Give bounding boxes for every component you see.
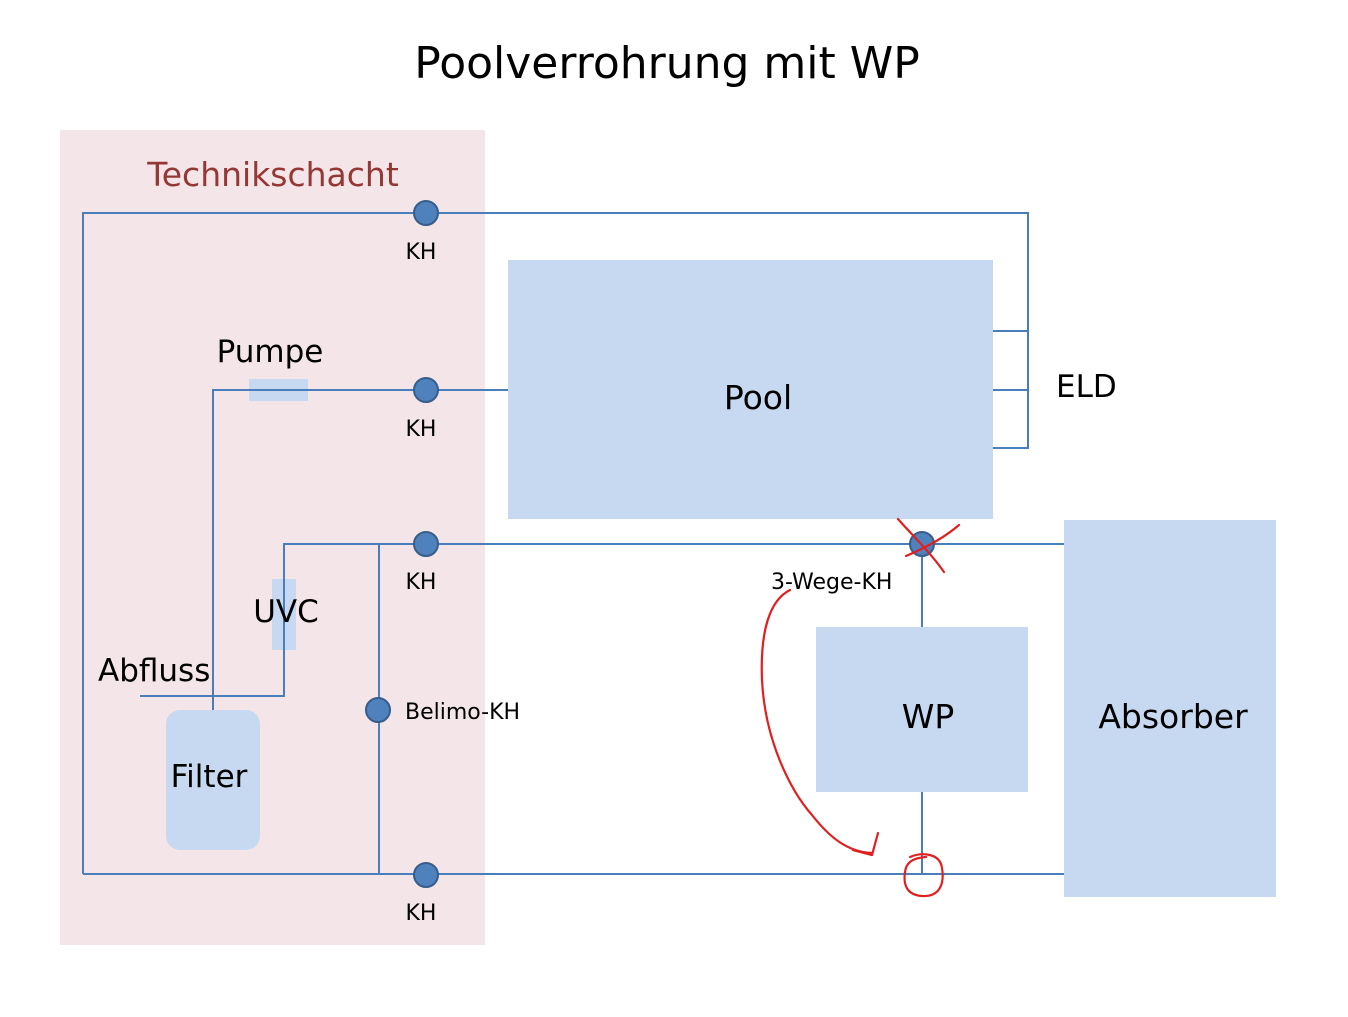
pipe-mid-line <box>140 543 1064 697</box>
kh-label-mid: KH <box>406 570 437 595</box>
pipe-pump-line <box>212 389 508 710</box>
red-cross-mark <box>896 517 946 574</box>
absorber-label: Absorber <box>1098 697 1248 736</box>
absorber-box <box>1064 520 1276 897</box>
filter-box <box>166 710 260 850</box>
kh-label-pump: KH <box>406 417 437 442</box>
red-cross-mark-2 <box>904 523 961 558</box>
belimo-valve <box>365 697 391 723</box>
kh-label-top: KH <box>406 240 437 265</box>
belimo-label: Belimo-KH <box>405 700 520 725</box>
pool-label: Pool <box>724 378 792 417</box>
red-annotations <box>760 517 961 898</box>
diagram-title: Poolverrohrung mit WP <box>414 38 920 89</box>
red-arrow-head <box>851 831 880 857</box>
kh-valve-mid <box>413 531 439 557</box>
eld-label: ELD <box>1056 369 1117 405</box>
uvc-label: UVC <box>253 594 319 630</box>
technikschacht-zone <box>60 130 485 945</box>
wp-box <box>816 627 1028 792</box>
abfluss-label: Abfluss <box>98 653 210 689</box>
red-curved-arrow <box>760 588 874 855</box>
red-circle-mark <box>903 853 944 898</box>
pool-box <box>508 260 993 519</box>
kh-valve-bottom <box>413 862 439 888</box>
pipes <box>82 212 1064 875</box>
filter-label: Filter <box>171 759 248 795</box>
pumpe-label: Pumpe <box>217 334 324 370</box>
kh-valve-pump <box>413 377 439 403</box>
three-way-label: 3-Wege-KH <box>771 570 892 595</box>
kh-valve-top <box>413 200 439 226</box>
technikschacht-label: Technikschacht <box>146 155 399 194</box>
kh-label-bottom: KH <box>406 901 437 926</box>
pipe-top-loop <box>82 212 1029 874</box>
wp-label: WP <box>902 697 955 736</box>
